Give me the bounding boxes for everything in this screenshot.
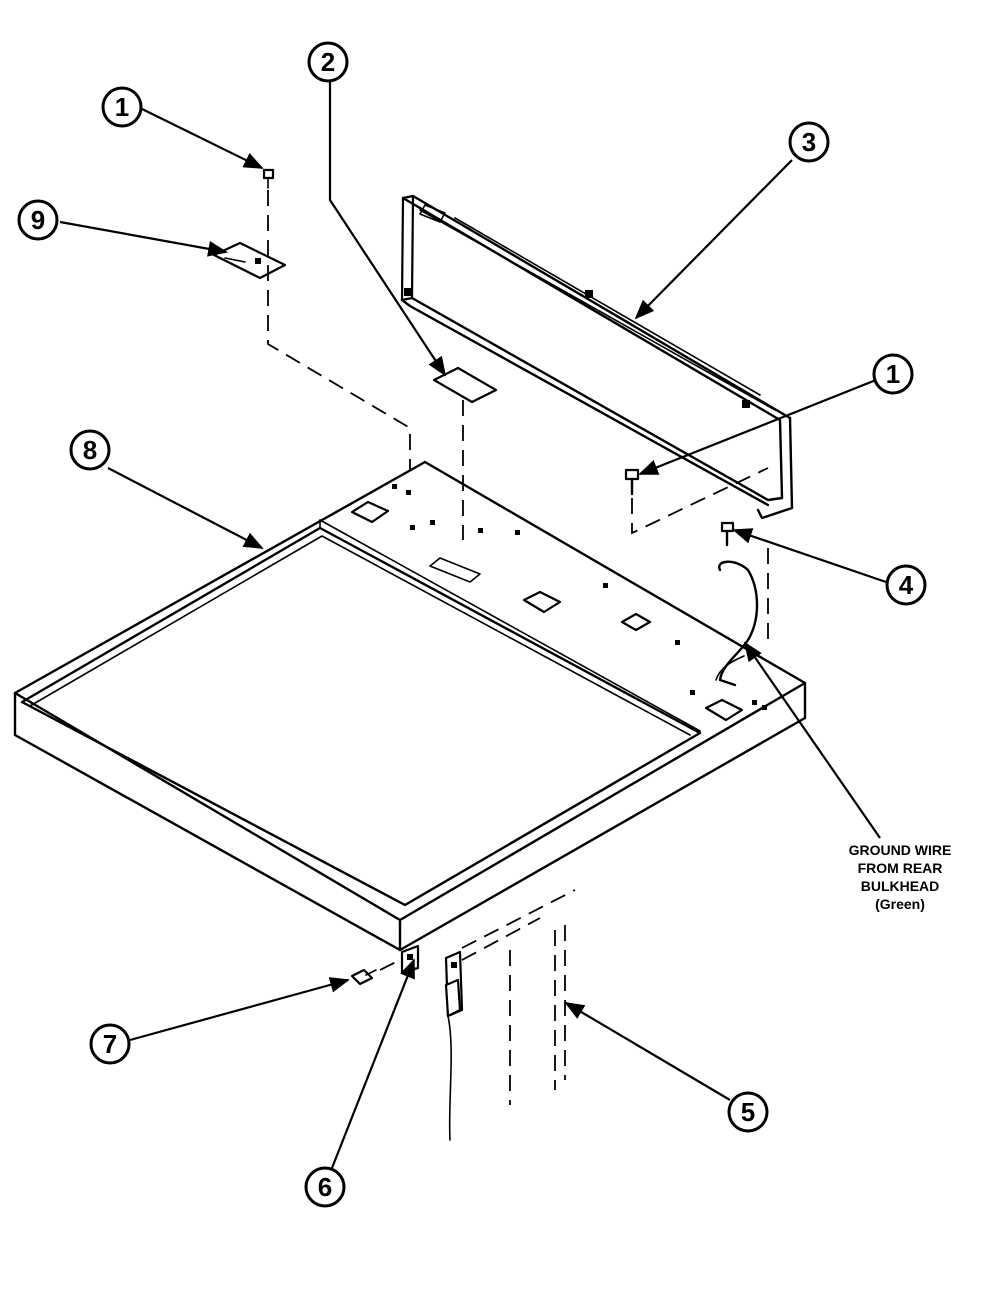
callout-5: 5: [727, 1091, 769, 1133]
svg-text:4: 4: [899, 570, 914, 600]
pad-2: [432, 366, 498, 404]
svg-text:BULKHEAD: BULKHEAD: [861, 878, 940, 894]
callout-1-top: 1: [101, 86, 143, 128]
svg-text:1: 1: [886, 359, 900, 389]
top-panel: [13, 460, 807, 952]
callout-3: 3: [788, 121, 830, 163]
callout-2: 2: [307, 41, 349, 83]
callout-1-right: 1: [872, 353, 914, 395]
callout-4: 4: [885, 564, 927, 606]
callout-9: 9: [17, 199, 59, 241]
screw-1a: [262, 168, 275, 189]
svg-text:8: 8: [83, 435, 97, 465]
svg-text:9: 9: [31, 205, 45, 235]
svg-text:1: 1: [115, 92, 129, 122]
callout-7: 7: [89, 1023, 131, 1065]
bracket-9: [212, 241, 287, 280]
console-fittings: [350, 484, 767, 722]
svg-text:2: 2: [321, 47, 335, 77]
svg-text:(Green): (Green): [875, 896, 925, 912]
svg-text:3: 3: [802, 127, 816, 157]
svg-text:6: 6: [318, 1172, 332, 1202]
callout-6: 6: [304, 1166, 346, 1208]
screw-7: [350, 968, 377, 986]
side-panel-5: [444, 889, 576, 1141]
backsplash: [400, 194, 794, 520]
callout-8: 8: [69, 429, 111, 471]
svg-text:7: 7: [103, 1029, 117, 1059]
screw-4: [720, 521, 735, 547]
screw-1b: [624, 468, 640, 496]
svg-text:5: 5: [741, 1097, 755, 1127]
ground-wire-note: GROUND WIRE FROM REAR BULKHEAD (Green): [849, 842, 952, 912]
ground-wire: [715, 560, 759, 687]
svg-text:GROUND WIRE: GROUND WIRE: [849, 842, 952, 858]
assembly-lines: [267, 190, 769, 971]
svg-text:FROM REAR: FROM REAR: [858, 860, 943, 876]
leader-lines: [59, 82, 887, 1169]
